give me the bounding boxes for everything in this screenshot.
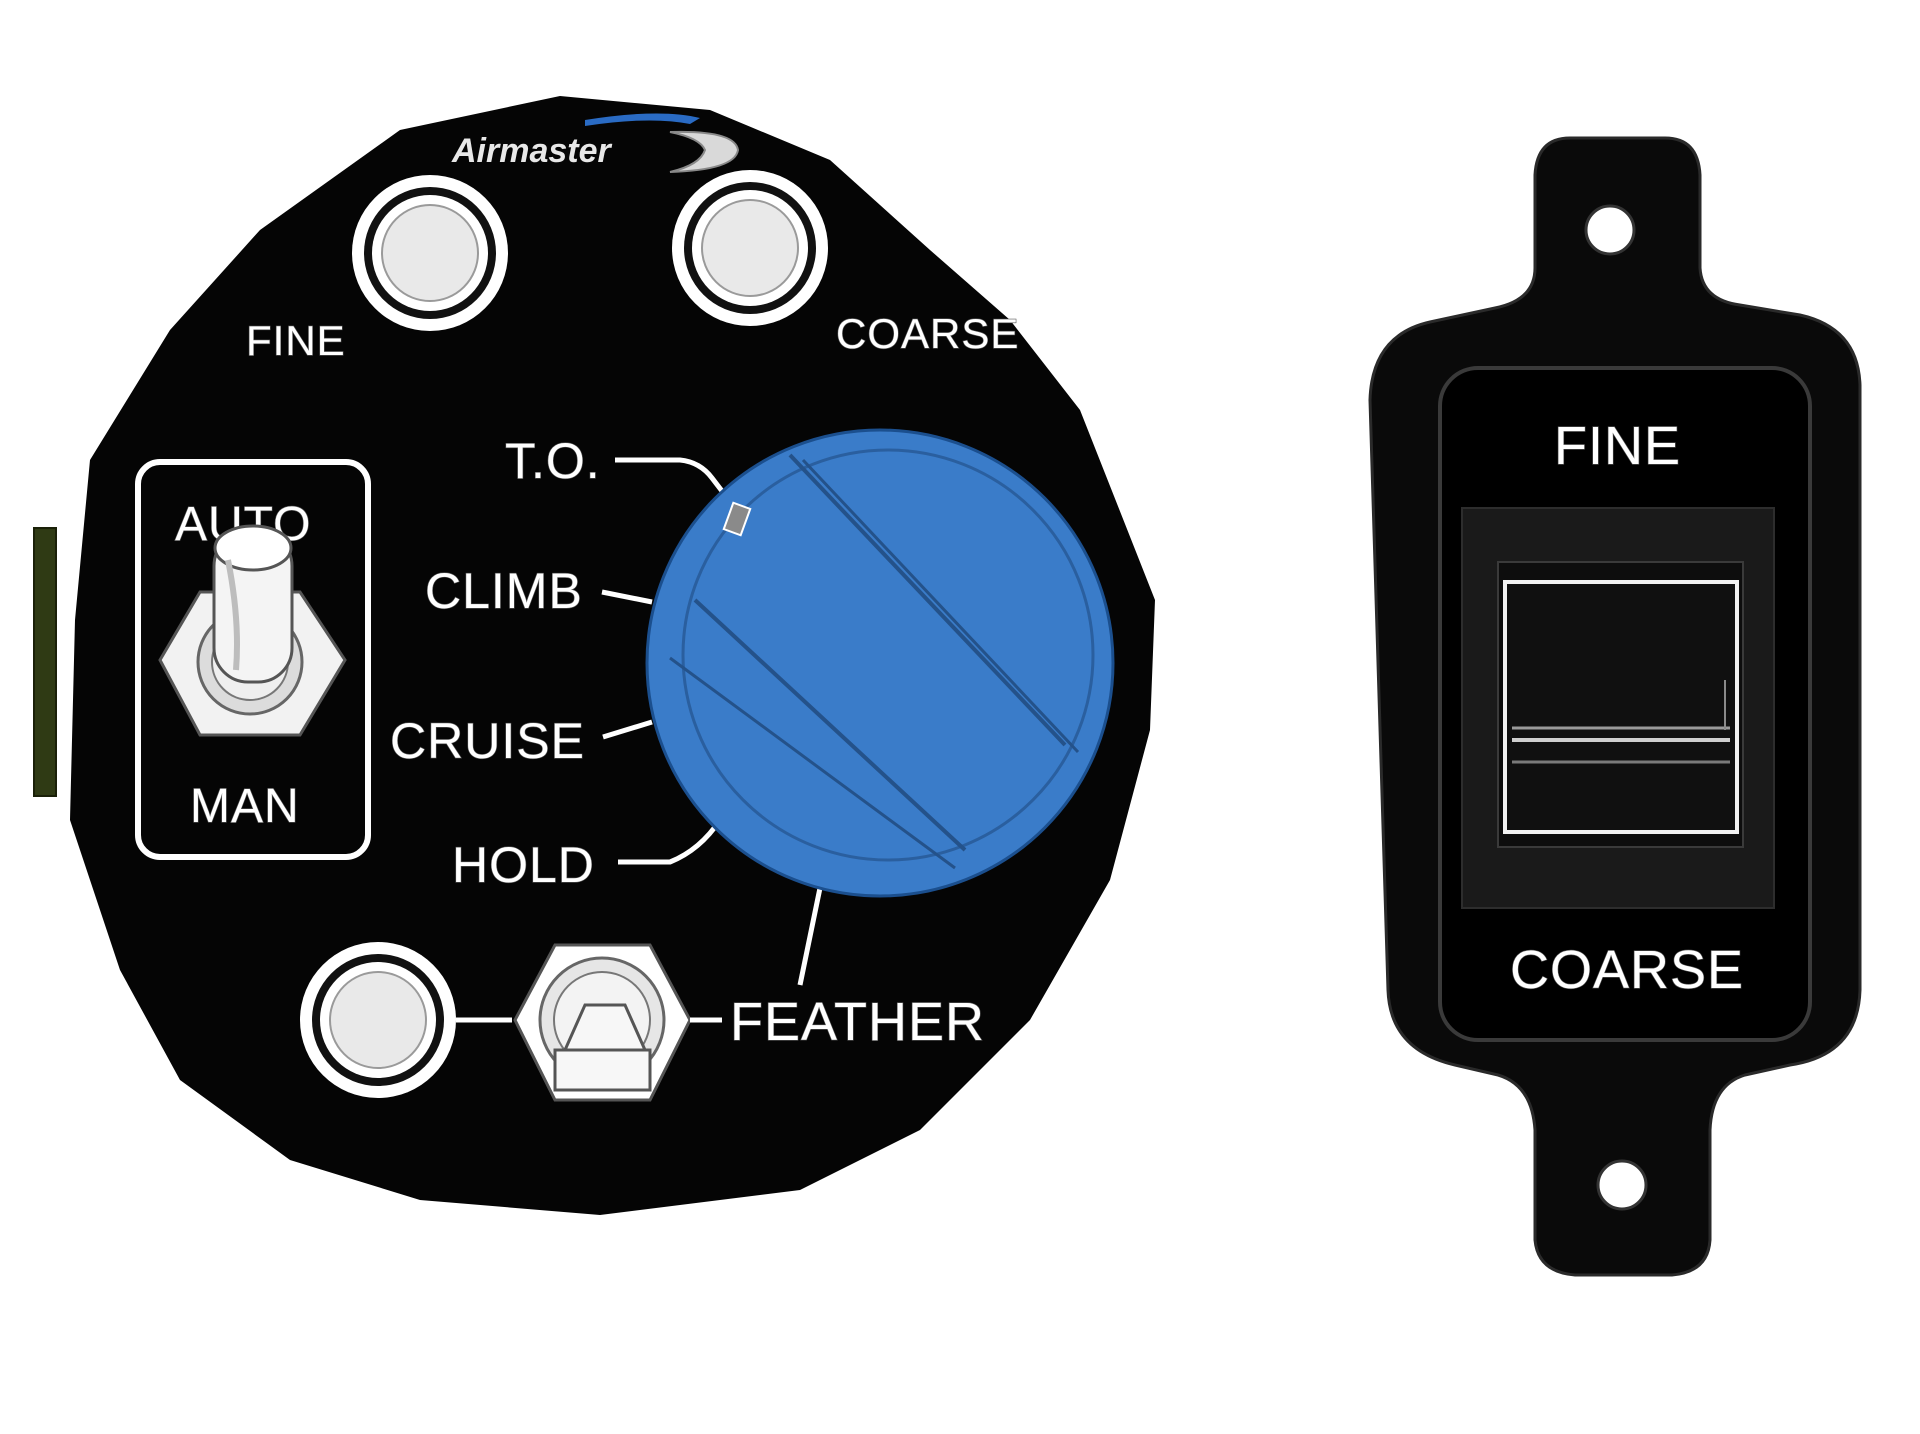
position-label-to: T.O.: [505, 433, 601, 489]
controller-panel: [70, 96, 1155, 1215]
rocker-paddle[interactable]: [1497, 561, 1744, 848]
rocker-fine-label: FINE: [1554, 416, 1681, 476]
man-label: MAN: [190, 780, 300, 833]
mounting-tab: [33, 527, 57, 797]
fine-coarse-rocker-switch: FINE COARSE: [1368, 136, 1862, 1277]
coarse-indicator-lamp: [672, 170, 828, 326]
toggle-frame: [135, 459, 371, 860]
feather-label: FEATHER: [730, 992, 985, 1052]
prop-mode-selector-knob[interactable]: [645, 428, 1115, 898]
position-label-hold: HOLD: [452, 837, 595, 893]
fine-lamp-label: FINE: [246, 317, 346, 364]
bottom-mounting-hole: [1596, 1159, 1648, 1211]
rocker-coarse-label: COARSE: [1510, 940, 1744, 1000]
selector-position-labels: T.O. CLIMB CRUISE HOLD: [389, 432, 823, 986]
top-mounting-hole: [1584, 204, 1636, 256]
position-label-climb: CLIMB: [425, 563, 583, 619]
auto-man-toggle-switch[interactable]: AUTO MAN: [135, 459, 371, 860]
knob-body: [645, 428, 1115, 898]
fine-indicator-lamp: [352, 175, 508, 331]
brand-name: Airmaster: [451, 132, 613, 170]
airmaster-logo: Airmaster: [451, 113, 740, 173]
airmaster-controller: Airmaster FINE COARSE AUTO MAN: [33, 96, 1155, 1215]
feather-switch[interactable]: [513, 943, 692, 1102]
position-label-cruise: CRUISE: [390, 713, 585, 769]
coarse-lamp-label: COARSE: [836, 310, 1019, 357]
knob-pointer-icon: [722, 501, 752, 537]
feather-indicator-lamp: [300, 942, 456, 1098]
